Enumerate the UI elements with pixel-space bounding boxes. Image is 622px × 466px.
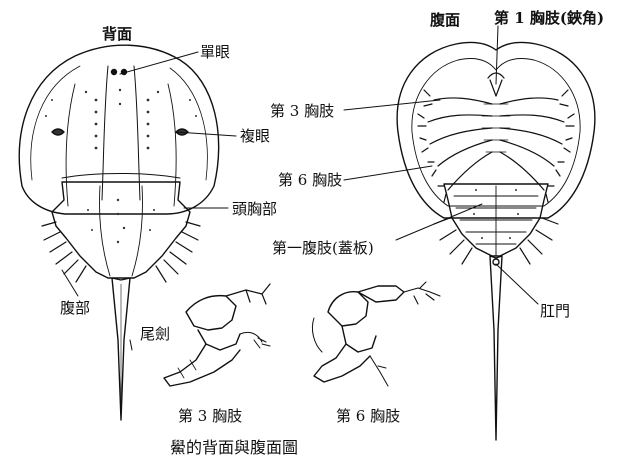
ventral-view-drawing <box>397 42 595 440</box>
ventral-telson <box>490 256 502 440</box>
label-anus: 肛門 <box>540 303 570 319</box>
label-compound-eye: 複眼 <box>240 128 270 144</box>
label-leg1: 第 1 胸肢(鋏角) <box>494 10 604 26</box>
dorsal-carapace <box>19 45 218 214</box>
dorsal-heading: 背面 <box>102 26 132 42</box>
label-operculum: 第一腹肢(蓋板) <box>272 240 374 256</box>
label-abdomen: 腹部 <box>60 300 90 316</box>
label-leg6: 第 6 胸肢 <box>278 172 342 188</box>
label-cephalothorax: 頭胸部 <box>232 201 277 217</box>
leg6-detail-drawing <box>312 282 440 386</box>
label-leg3: 第 3 胸肢 <box>270 103 334 119</box>
dorsal-abdomen <box>52 182 190 278</box>
leg3-detail-caption: 第 3 胸肢 <box>178 408 242 424</box>
label-telson: 尾劍 <box>140 326 170 342</box>
ventral-heading: 腹面 <box>430 12 460 28</box>
figure-caption: 鱟的背面與腹面圖 <box>170 440 298 456</box>
leg6-detail-caption: 第 6 胸肢 <box>336 408 400 424</box>
label-ocelli: 單眼 <box>200 44 230 60</box>
leg3-detail-drawing <box>164 284 270 386</box>
dorsal-view-drawing <box>19 45 218 420</box>
